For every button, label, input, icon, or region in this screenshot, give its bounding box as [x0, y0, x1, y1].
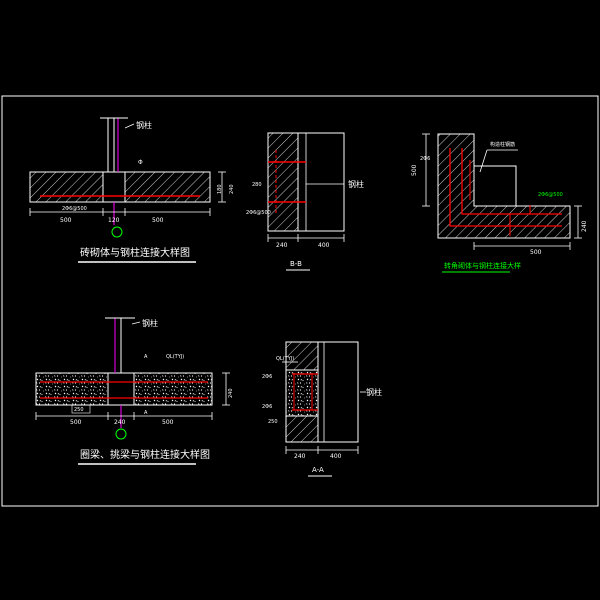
tag-c: 250: [268, 419, 278, 425]
dim-right: 500: [162, 419, 174, 426]
column-label: 钢柱: [366, 387, 382, 397]
column-label: 钢柱: [348, 179, 364, 189]
dim-right: 400: [330, 453, 342, 460]
side-tag: 250: [74, 407, 84, 413]
wall-section: [267, 132, 299, 232]
drawing-border: [1, 95, 599, 507]
section-a-a: QL(TYJ) 2Φ6 2Φ6 250 钢柱 240 400 A-A: [262, 341, 382, 477]
dim-left: 240: [276, 242, 288, 249]
tag-a: 2Φ6: [420, 156, 430, 162]
column-cap: [107, 372, 135, 406]
dim-right: 500: [152, 217, 164, 224]
dim-right: 240: [581, 220, 588, 232]
ring-beam-section: [285, 369, 319, 417]
beam-tag: QL(TYJ): [166, 354, 184, 360]
column-section: [317, 341, 359, 443]
rebar-tag: 2Φ6@500: [62, 206, 87, 212]
dim-left: 500: [60, 217, 72, 224]
tag-b: 2Φ6@500: [246, 210, 271, 216]
dim-mid: 120: [108, 217, 120, 224]
detail-title: 转角砌体与钢柱连接大样: [444, 261, 521, 270]
tag-label: Φ: [138, 159, 143, 166]
grid-bubble: [115, 428, 127, 440]
detail-corner: 500 2Φ6 构造柱钢筋 2Φ6@500 500 240 转角砌体与钢柱连接大…: [411, 133, 588, 273]
dim-mid: 240: [114, 419, 126, 426]
detail-masonry-steel-column: 钢柱 Φ 2Φ6@500 500 120 500 180 240 砖砌体与钢柱连…: [29, 117, 235, 263]
height-tag: 240: [228, 388, 234, 398]
column-label: 钢柱: [142, 318, 158, 328]
dim-width: 500: [530, 249, 542, 256]
tag-b: 2Φ6: [262, 404, 272, 410]
corner-wall: [437, 133, 571, 239]
beam-tag: QL(TYJ): [276, 356, 294, 362]
column-label: 钢柱: [136, 120, 152, 130]
tag-b: A: [144, 410, 148, 416]
dim-left: 500: [70, 419, 82, 426]
dim-left: 240: [294, 453, 306, 460]
dim-height: 500: [411, 164, 418, 176]
tag-b: 240: [229, 184, 235, 194]
section-b-b: 280 2Φ6@500 钢柱 240 400 B-B: [246, 132, 364, 271]
column-cap: [102, 171, 126, 203]
detail-title: 砖砌体与钢柱连接大样图: [80, 246, 190, 259]
detail-title: 圈梁、挑梁与钢柱连接大样图: [80, 448, 210, 461]
grid-bubble: [111, 226, 123, 238]
tag-b: 构造柱钢筋: [490, 141, 515, 148]
tag-a: 2Φ6: [262, 374, 272, 380]
tag-a: A: [144, 354, 148, 360]
tag-a: 280: [252, 182, 262, 188]
detail-ring-beam-steel-column: 钢柱 QL(TYJ) A A 250 500 240 500 240 圈梁、挑梁…: [35, 317, 234, 465]
tag-a: 180: [217, 184, 223, 194]
tag-c: 2Φ6@500: [538, 192, 563, 198]
dim-right: 400: [318, 242, 330, 249]
section-title: B-B: [290, 260, 302, 268]
column-section: [297, 132, 345, 232]
section-title: A-A: [312, 466, 324, 474]
